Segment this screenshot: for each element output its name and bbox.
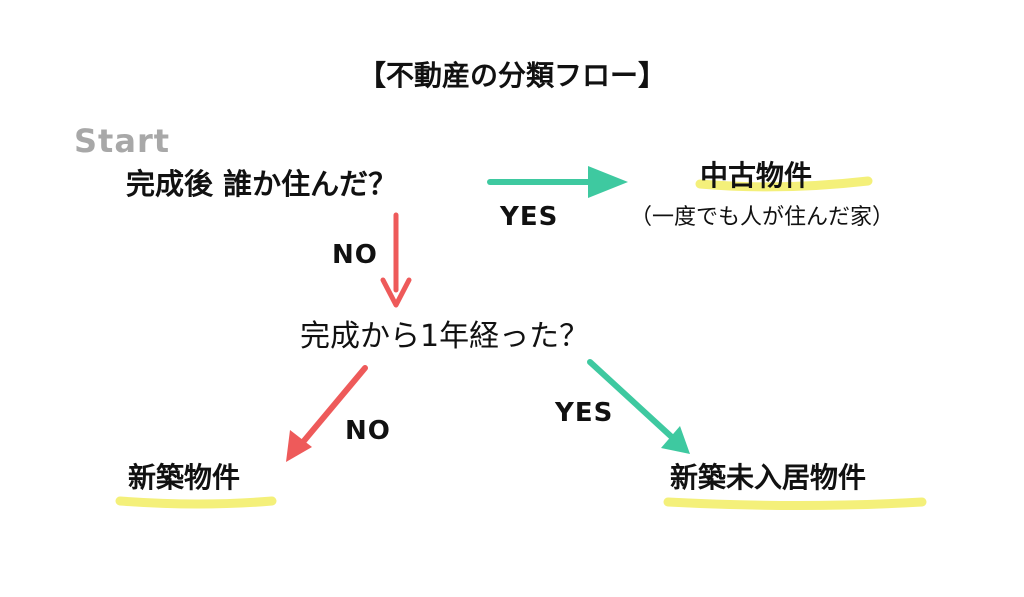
question-lived-after-completion: 完成後 誰か住んだ？ (126, 167, 398, 201)
result-new-property: 新築物件 (128, 461, 241, 494)
arrow-q2-no (286, 365, 368, 462)
highlight-unoccupied (663, 497, 927, 510)
edge-label-q2-yes: YES (555, 398, 614, 428)
highlight-used (695, 176, 873, 192)
question-one-year-passed: 完成から1年経った？ (300, 319, 590, 354)
edge-label-q1-no: NO (332, 240, 378, 270)
start-label: Start (74, 122, 171, 160)
arrow-q1-yes (487, 166, 628, 198)
result-new-unoccupied-property: 新築未入居物件 (670, 461, 867, 494)
arrow-q2-yes (587, 359, 690, 454)
arrow-q1-no (380, 212, 412, 308)
edge-label-q1-yes: YES (500, 202, 559, 232)
result-used-note: （一度でも人が住んだ家） (630, 205, 895, 230)
highlight-new (115, 496, 277, 509)
result-used-property: 中古物件 (700, 159, 813, 192)
edge-label-q2-no: NO (345, 416, 391, 446)
diagram-title: 【不動産の分類フロー】 (357, 59, 666, 92)
